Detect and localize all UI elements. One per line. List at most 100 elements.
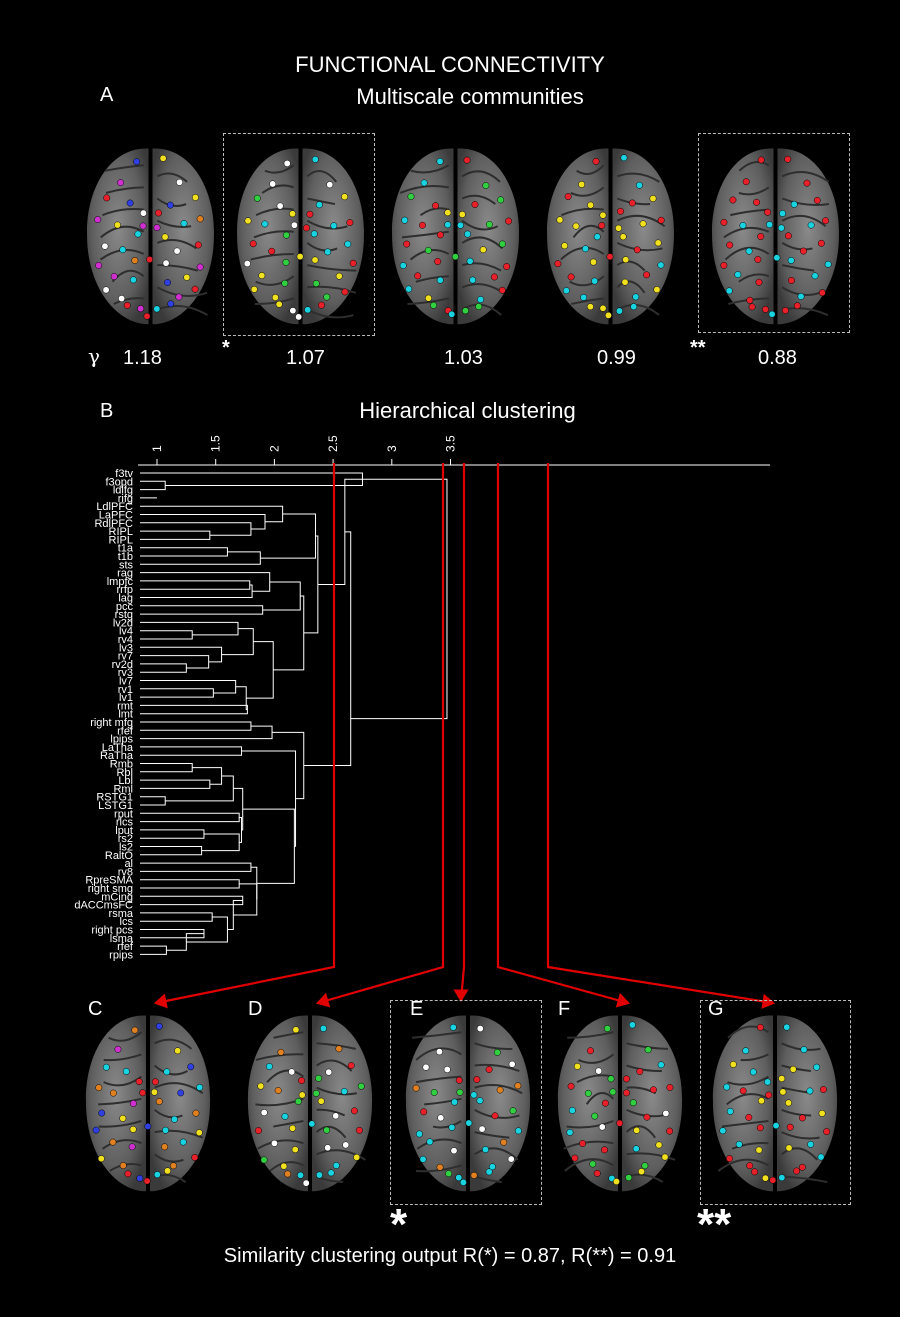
gyrus-line bbox=[315, 1125, 347, 1139]
network-node bbox=[655, 1141, 663, 1149]
network-node bbox=[144, 1122, 152, 1130]
network-node bbox=[619, 233, 627, 241]
network-node bbox=[332, 1112, 340, 1120]
star-single-a: * bbox=[222, 337, 230, 359]
network-node bbox=[159, 154, 167, 162]
brain-a-2 bbox=[236, 148, 364, 325]
gyrus-line bbox=[156, 286, 207, 297]
leaf-label: rput bbox=[114, 808, 133, 820]
network-node bbox=[592, 157, 599, 165]
network-node bbox=[280, 279, 288, 287]
leaf-label: LaTha bbox=[102, 742, 134, 754]
leaf-label: rfef bbox=[117, 725, 134, 737]
gyrus-line bbox=[254, 275, 294, 286]
network-node bbox=[424, 294, 432, 302]
network-node bbox=[196, 215, 204, 223]
network-node bbox=[603, 1025, 611, 1032]
network-node bbox=[772, 254, 780, 262]
gyrus-line bbox=[474, 1063, 520, 1072]
network-node bbox=[566, 1128, 574, 1136]
network-node bbox=[482, 1146, 489, 1153]
gamma-value-2: 1.07 bbox=[286, 347, 325, 369]
network-node bbox=[498, 286, 506, 294]
network-node bbox=[488, 1163, 496, 1171]
brain-f bbox=[557, 1015, 683, 1192]
dendrogram-link bbox=[239, 816, 243, 843]
network-node bbox=[821, 217, 829, 225]
gyrus-line bbox=[306, 197, 335, 206]
leaf-label: sts bbox=[119, 559, 134, 571]
axis-tick-label: 3 bbox=[385, 445, 399, 452]
dendrogram-link bbox=[157, 812, 240, 823]
network-node bbox=[335, 272, 343, 280]
gyrus-line bbox=[105, 186, 144, 194]
network-node bbox=[302, 224, 310, 232]
network-node bbox=[800, 1046, 808, 1054]
dendrogram-link bbox=[157, 514, 266, 530]
network-node bbox=[191, 194, 199, 201]
network-node bbox=[97, 1155, 105, 1163]
gyrus-line bbox=[474, 1042, 513, 1050]
gyrus-line bbox=[415, 275, 449, 283]
network-node bbox=[471, 201, 478, 208]
panel-e-letter: E bbox=[410, 998, 424, 1020]
network-node bbox=[400, 216, 408, 224]
network-node bbox=[93, 216, 101, 224]
gyrus-line bbox=[416, 1138, 462, 1150]
network-node bbox=[783, 155, 791, 163]
network-node bbox=[445, 1170, 453, 1178]
network-node bbox=[476, 296, 484, 303]
network-node bbox=[139, 209, 147, 217]
dendrogram-link bbox=[157, 895, 244, 906]
network-node bbox=[811, 272, 818, 280]
network-node bbox=[164, 1167, 171, 1175]
gyrus-line bbox=[474, 1131, 510, 1139]
network-node bbox=[719, 1127, 727, 1135]
network-node bbox=[657, 216, 665, 224]
network-node bbox=[175, 178, 183, 186]
gyrus-line bbox=[108, 1031, 143, 1042]
gyrus-line bbox=[461, 170, 501, 183]
network-node bbox=[785, 1099, 792, 1107]
network-node bbox=[260, 1156, 268, 1164]
dendrogram-link bbox=[157, 746, 243, 756]
network-node bbox=[581, 245, 589, 253]
network-node bbox=[476, 1097, 484, 1105]
network-node bbox=[613, 1178, 620, 1186]
dendrogram-link bbox=[157, 646, 223, 663]
network-node bbox=[182, 273, 190, 281]
network-node bbox=[303, 306, 311, 314]
network-node bbox=[564, 193, 572, 201]
network-node bbox=[353, 1153, 361, 1161]
network-node bbox=[598, 1123, 606, 1131]
gyrus-line bbox=[616, 172, 660, 183]
network-node bbox=[789, 1065, 797, 1073]
dendrogram-link bbox=[157, 655, 210, 669]
network-node bbox=[742, 178, 750, 186]
network-node bbox=[751, 1168, 759, 1176]
gyrus-line bbox=[316, 1059, 353, 1072]
network-node bbox=[95, 1084, 103, 1092]
cut-arrow-e bbox=[459, 463, 466, 1001]
network-node bbox=[123, 301, 131, 309]
network-node bbox=[479, 246, 487, 254]
network-node bbox=[174, 1047, 182, 1055]
network-node bbox=[601, 1146, 608, 1154]
network-node bbox=[267, 247, 275, 255]
network-node bbox=[289, 1124, 297, 1132]
panel-b-letter: B bbox=[100, 400, 114, 422]
gyrus-line bbox=[316, 1042, 356, 1050]
dendrogram-link bbox=[241, 750, 297, 847]
dendrogram-title: Hierarchical clustering bbox=[359, 398, 576, 423]
network-node bbox=[340, 193, 348, 201]
network-node bbox=[294, 1098, 302, 1105]
network-node bbox=[793, 302, 801, 310]
network-node bbox=[109, 1089, 117, 1097]
network-node bbox=[749, 1068, 757, 1076]
dendrogram-link bbox=[157, 945, 167, 955]
leaf-label: right smg bbox=[88, 883, 133, 895]
network-node bbox=[291, 1146, 299, 1154]
network-node bbox=[290, 221, 298, 229]
gyrus-line bbox=[103, 1053, 142, 1062]
network-node bbox=[786, 1123, 794, 1131]
